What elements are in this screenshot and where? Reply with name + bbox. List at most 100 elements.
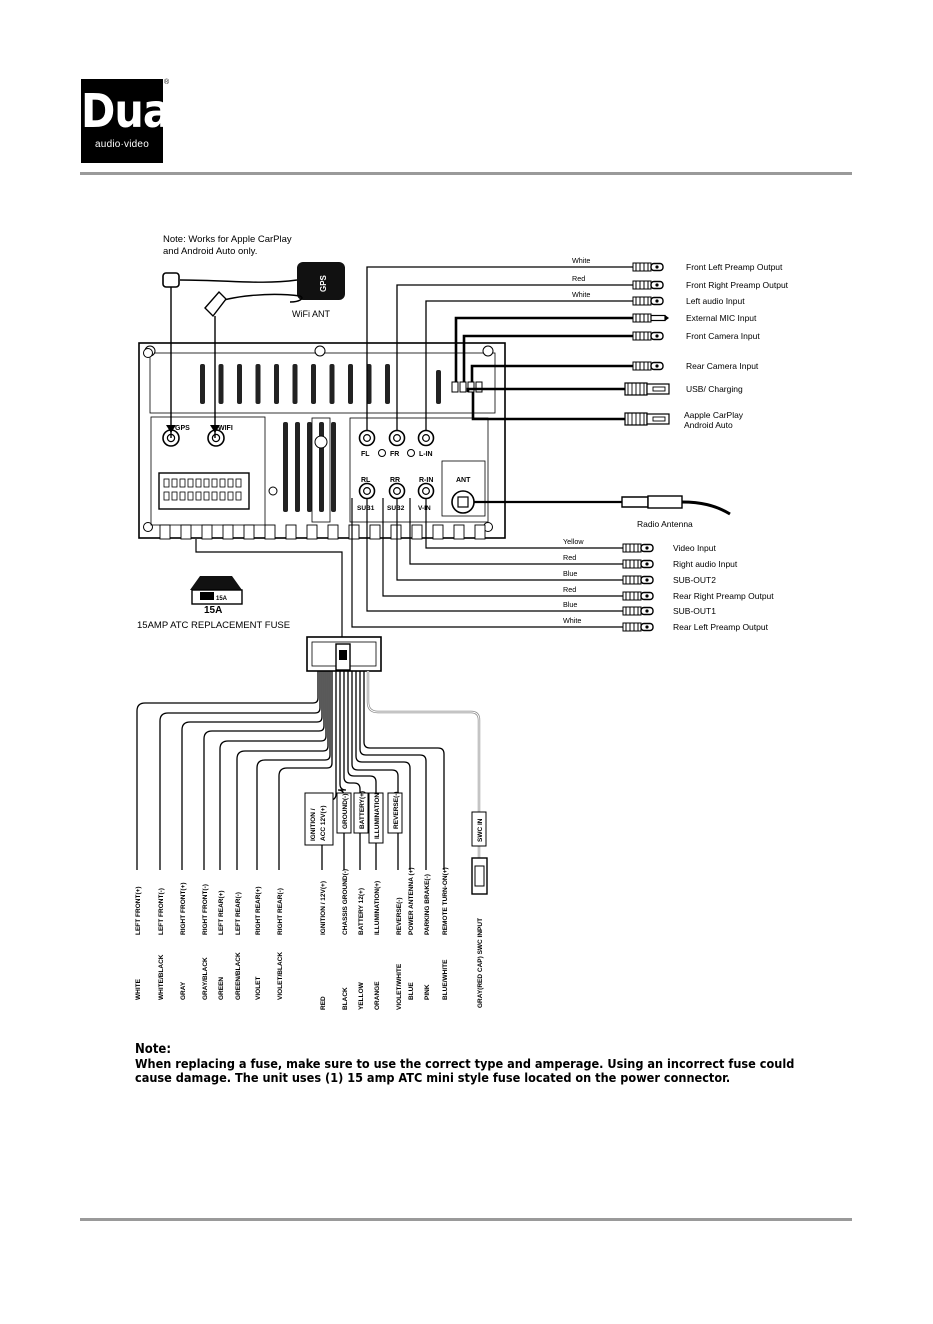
plug-bottom-1-pin — [645, 562, 649, 566]
harness-wire-10 — [343, 671, 361, 870]
wire-color-9: BLACK — [342, 987, 349, 1010]
center-screw — [314, 435, 328, 449]
panel-screw — [268, 486, 278, 496]
harness-pin — [211, 491, 218, 501]
center-rail — [311, 417, 331, 523]
harness-wire-3 — [203, 671, 325, 870]
wifi-label: WiFi ANT — [292, 309, 330, 319]
harness-slot — [159, 524, 171, 540]
connector-label-bottom-0: Video Input — [673, 543, 716, 553]
vent-slot — [255, 364, 261, 404]
top-note-line-1: Note: Works for Apple CarPlay — [163, 234, 292, 245]
harness-wire-15 — [363, 671, 445, 870]
wire-bottom-4 — [366, 498, 623, 612]
wire-function-11: ILLUMINATION(+) — [374, 881, 381, 935]
fuse-window — [200, 592, 214, 600]
wire-function-2: RIGHT FRONT(+) — [180, 882, 187, 935]
harness-pin — [211, 478, 218, 488]
wire-color-bottom-5: White — [563, 616, 581, 625]
note-line-2: cause damage. The unit uses (1) 15 amp A… — [135, 1070, 731, 1085]
harness-wire-9 — [337, 671, 347, 870]
fuse-caption: 15AMP ATC REPLACEMENT FUSE — [137, 620, 290, 631]
vent-slot — [274, 364, 279, 404]
harness-slot — [411, 524, 423, 540]
connector-label-bottom-3: Rear Right Preamp Output — [673, 591, 774, 601]
wire-function-4: LEFT REAR(+) — [218, 890, 225, 935]
plug-right-1-pin — [655, 283, 659, 287]
wire-tag-2 — [353, 792, 369, 834]
wire-bottom-5 — [351, 498, 623, 628]
wire-tag-label-2-0: BATTERY(+) — [359, 791, 366, 829]
harness-pin — [203, 491, 210, 501]
wire-function-0: LEFT FRONT(+) — [135, 886, 142, 935]
wire-bottom-0 — [425, 498, 623, 549]
harness-wire-12 — [351, 671, 399, 870]
wire-tag-label-1-0: GROUND(-) — [342, 794, 349, 829]
harness-wire-16 — [366, 671, 481, 858]
wire-external-mic-input — [454, 316, 633, 382]
vent-slot — [295, 422, 300, 512]
wire-tag-label-0-1: ACC 12V(+) — [320, 805, 327, 841]
wire-color-8: RED — [320, 996, 327, 1010]
harness-wire-4 — [219, 671, 327, 870]
connector-label-right-7-b: Android Auto — [684, 420, 733, 430]
wire-color-right-0: White — [572, 256, 590, 265]
plug-right-3-point — [665, 315, 669, 321]
wire-front-right-preamp-output — [396, 284, 633, 430]
aux-socket — [475, 381, 483, 393]
wire-color-2: GRAY — [180, 981, 187, 1000]
rca-jack-lin-pin — [422, 434, 430, 442]
harness-wire-6 — [256, 671, 331, 870]
wire-color-bottom-2: Blue — [563, 569, 577, 578]
wire-color-12: VIOLET/WHITE — [396, 963, 403, 1010]
mount-hole — [143, 348, 153, 358]
radio-antenna-lead — [681, 500, 731, 516]
wire-function-1: LEFT FRONT(-) — [158, 888, 165, 935]
jack-label-rr: RR — [390, 477, 400, 484]
radio-antenna-body — [647, 495, 683, 509]
radio-antenna-label: Radio Antenna — [637, 519, 693, 529]
harness-pin — [195, 491, 202, 501]
wire-color-0: WHITE — [135, 978, 142, 1000]
harness-wire-7 — [278, 671, 333, 870]
connectors — [162, 262, 683, 632]
harness-lead — [195, 539, 343, 642]
gps-cable — [179, 279, 298, 283]
plug-bottom-2-pin — [645, 578, 649, 582]
wire-color-3: GRAY/BLACK — [202, 957, 209, 1000]
harness-pin — [163, 478, 170, 488]
wifi-port-pin — [211, 433, 221, 443]
swc-plug-core — [474, 865, 485, 887]
gps-arrow — [166, 425, 176, 433]
power-harness — [136, 539, 488, 895]
jack-label-sub1: SUB1 — [357, 505, 375, 512]
plug-right-4-pin — [655, 334, 659, 338]
harness-slot — [432, 524, 444, 540]
harness-slot — [222, 524, 234, 540]
connector-label-right-0: Front Left Preamp Output — [686, 262, 783, 272]
connector-label-right-6: USB/ Charging — [686, 384, 743, 394]
wire-tag-1 — [336, 792, 352, 834]
harness-slot — [348, 524, 360, 540]
wire-function-14: PARKING BRAKE(-) — [424, 874, 431, 935]
harness-wire-13 — [355, 671, 411, 870]
harness-pin — [187, 491, 194, 501]
wire-left-audio-input — [425, 300, 633, 430]
harness-pin — [235, 478, 242, 488]
mount-hole-top — [314, 345, 326, 357]
jack-label-vin: V-IN — [418, 505, 431, 512]
plug-bottom-0-pin — [645, 546, 649, 550]
harness-pin — [219, 491, 226, 501]
vent-slot — [366, 364, 372, 404]
connector-label-right-5: Rear Camera Input — [686, 361, 759, 371]
connector-label-right-3: External MIC Input — [686, 313, 757, 323]
wifi-whip — [211, 293, 303, 305]
wire-color-10: YELLOW — [358, 981, 365, 1010]
plug-bottom-3-pin — [645, 594, 649, 598]
connector-label-right-1: Front Right Preamp Output — [686, 280, 789, 290]
harness-pin — [219, 478, 226, 488]
harness-pin — [163, 491, 170, 501]
harness-slot — [264, 524, 276, 540]
ant-jack-core — [457, 496, 469, 508]
